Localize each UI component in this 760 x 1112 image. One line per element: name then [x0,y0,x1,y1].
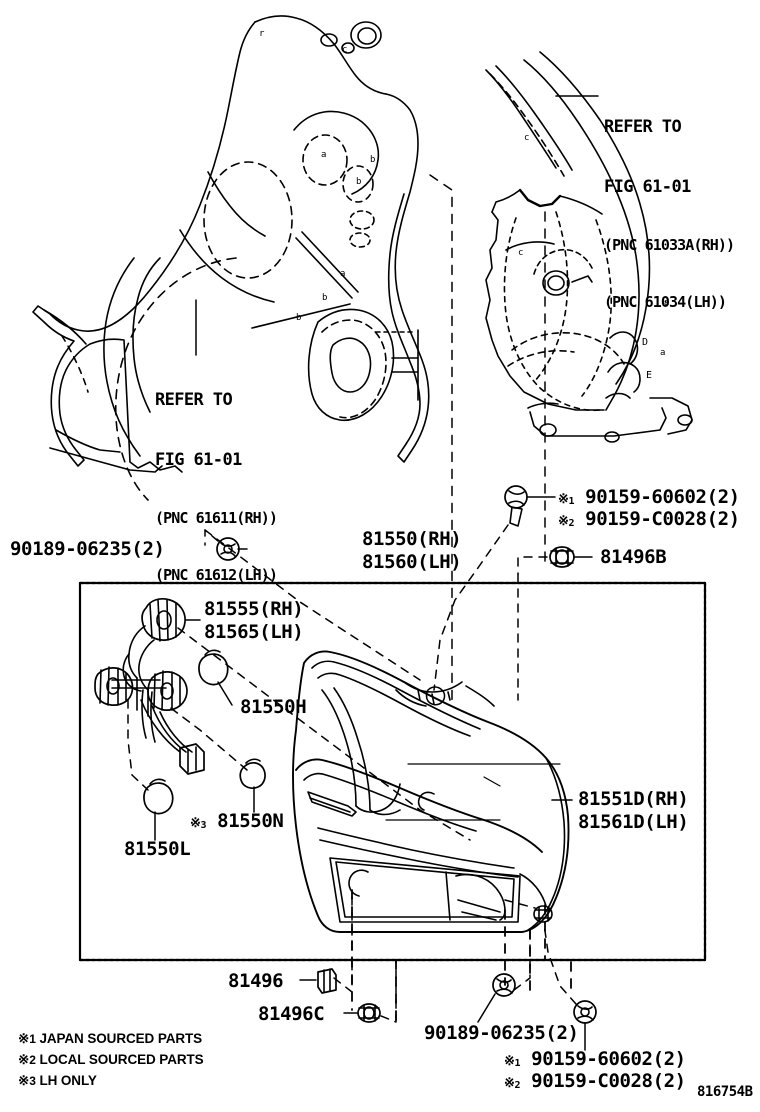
mark-2-top: ※2 [558,514,575,529]
callout-90159-60602-bottom-text: 90159-60602(2) [531,1048,686,1070]
callout-81555-rh: 81555(RH) [204,598,304,620]
leader-81496b-horiz [517,556,548,575]
fastener-81550l [143,778,174,841]
svg-text:a: a [664,298,669,308]
refer-to-right-line1: REFER TO [604,117,682,138]
fastener-81550n [239,758,266,813]
refer-to-left-line1: REFER TO [155,390,233,411]
legend-item-1: ※1 JAPAN SOURCED PARTS [18,1031,203,1046]
fastener-90159-top [504,485,556,527]
leader-90189-diag [204,529,421,681]
callout-90159-C0028-top-text: 90159-C0028(2) [585,508,740,530]
callout-81550n-text: 81550N [217,810,284,832]
bulb-socket-harness-drawing [94,598,205,775]
drawing-number: 816754B [697,1084,753,1100]
refer-to-right-line2: FIG 61-01 [604,176,691,197]
callout-81496b: 81496B [600,546,667,568]
callout-90159-60602-top-text: 90159-60602(2) [585,486,740,508]
quarter-panel-inner-drawing: c c D E a a [485,51,693,443]
leader-81555-diag [177,627,471,841]
legend-item-3: ※3 LH ONLY [18,1073,97,1088]
callout-81550n: ※3 81550N [190,810,284,832]
legend-item-2: ※2 LOCAL SOURCED PARTS [18,1052,204,1067]
svg-text:D: D [642,337,648,348]
callout-90189-06235-bottom: 90189-06235(2) [424,1022,579,1044]
svg-text:c: c [524,133,529,143]
callout-90159-60602-bottom: ※1 90159-60602(2) [504,1048,686,1070]
leader-81496c-down [380,959,397,1023]
svg-text:a: a [660,348,665,358]
mark-1-bottom: ※1 [504,1054,521,1069]
fastener-81550h [198,649,233,706]
refer-to-right-line3: (PNC 61033A(RH)) [604,235,735,254]
tail-lamp-assembly-drawing [292,650,570,933]
fastener-90189-bottom [477,973,516,1023]
callout-90159-C0028-top: ※2 90159-C0028(2) [558,508,740,530]
assembly-box-frame [78,581,707,962]
leader-90159-top-diag [433,524,509,691]
mark-2-bottom: ※2 [504,1076,521,1091]
fastener-90189-top [216,537,248,561]
fastener-90159-bottom [573,1000,597,1051]
svg-text:b: b [370,155,375,165]
callout-81496: 81496 [228,970,284,992]
callout-90189-06235-top: 90189-06235(2) [10,538,165,560]
callout-90159-C0028-bottom: ※2 90159-C0028(2) [504,1070,686,1092]
svg-text:c: c [518,248,523,258]
fastener-81496c [343,1003,381,1023]
svg-text:b: b [296,313,301,323]
fastener-81496b [549,546,593,568]
callout-90159-C0028-bottom-text: 90159-C0028(2) [531,1070,686,1092]
legend-item-1-text: JAPAN SOURCED PARTS [39,1031,203,1046]
svg-text:a: a [321,150,326,160]
legend-item-2-text: LOCAL SOURCED PARTS [39,1052,204,1067]
callout-81565-lh: 81565(LH) [204,621,304,643]
leader-81550n-diag [167,705,248,771]
mark-3: ※3 [190,816,207,831]
leader-90189b-up [513,929,531,991]
leader-81550l-vert [127,699,149,791]
svg-text:E: E [646,370,652,381]
refer-to-left-line2: FIG 61-01 [155,449,242,470]
refer-to-block-left: REFER TO FIG 61-01 (PNC 61611(RH)) (PNC … [155,352,278,604]
callout-81550-rh: 81550(RH) [362,528,462,550]
mark-1-top: ※1 [558,492,575,507]
fastener-81496 [299,968,337,994]
fastener-lamp-upper-clip [425,686,446,706]
svg-text:a: a [340,269,345,279]
legend-item-3-text: LH ONLY [39,1073,97,1088]
svg-text:b: b [322,293,327,303]
leader-lamp-corner [504,899,536,909]
leader-dashed-vertical-main [429,174,453,701]
quarter-panel-outer-drawing: a b b a b b c r [32,15,430,501]
refer-to-left-line4: (PNC 61612(LH)) [155,565,278,584]
callout-81550l: 81550L [124,838,191,860]
refer-to-left-line3: (PNC 61611(RH)) [155,508,278,527]
callout-81496c: 81496C [258,1003,325,1025]
callout-81550h: 81550H [240,696,307,718]
refer-to-right-line4: (PNC 61034(LH)) [604,292,727,311]
fastener-lamp-lower-right [533,905,553,923]
svg-text:b: b [356,177,361,187]
leader-90159b-up [543,923,577,1005]
svg-text:c: c [342,45,347,55]
svg-text:r: r [259,29,265,39]
callout-90159-60602-top: ※1 90159-60602(2) [558,486,740,508]
refer-to-block-right: REFER TO FIG 61-01 (PNC 61033A(RH)) (PNC… [604,79,735,331]
callout-81560-lh: 81560(LH) [362,551,462,573]
callout-81551d-rh: 81551D(RH) [578,788,689,810]
callout-81561d-lh: 81561D(LH) [578,811,689,833]
